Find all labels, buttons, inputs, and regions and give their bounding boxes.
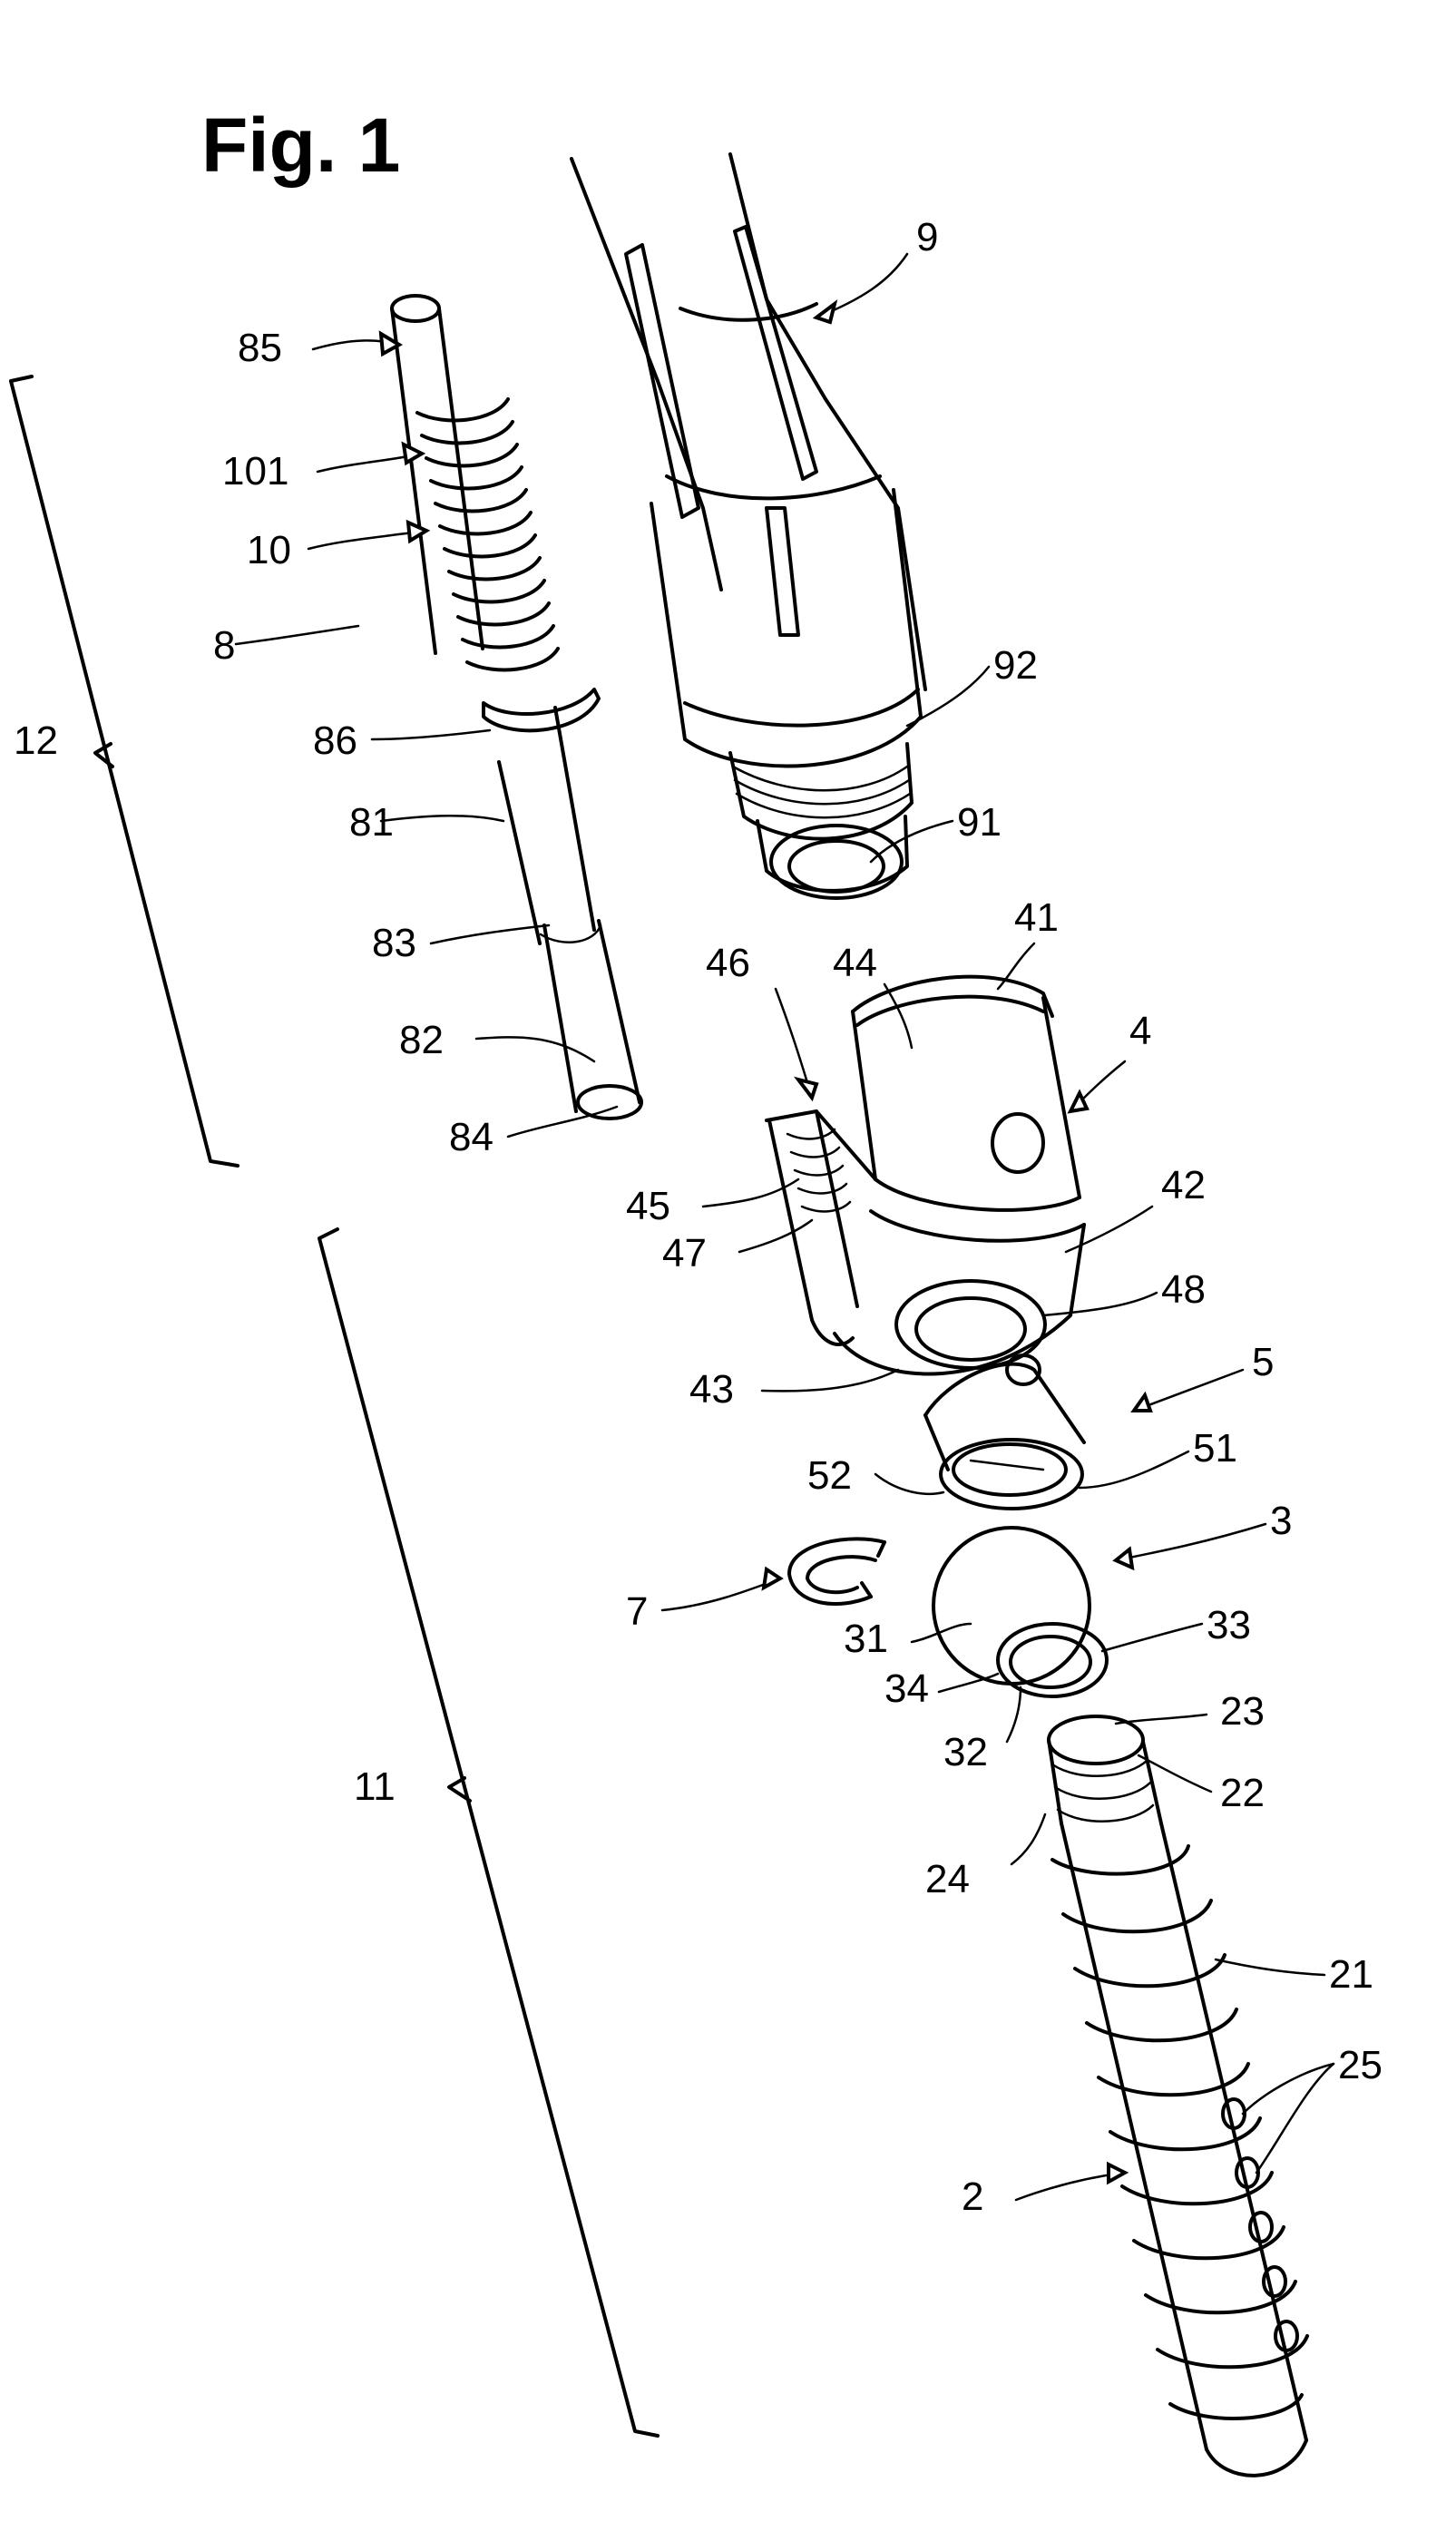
bracket-12 xyxy=(9,375,239,1168)
label-51: 51 xyxy=(1193,1426,1237,1471)
label-23: 23 xyxy=(1220,1689,1265,1734)
ball-part-3 xyxy=(932,1526,1109,1698)
label-10: 10 xyxy=(247,528,291,572)
label-86: 86 xyxy=(313,718,357,763)
instrument-9 xyxy=(570,152,927,900)
pressure-element-5 xyxy=(923,1353,1086,1510)
leader-lines xyxy=(234,252,1335,2202)
label-4: 4 xyxy=(1129,1009,1152,1053)
label-9: 9 xyxy=(916,215,939,259)
label-83: 83 xyxy=(372,921,416,965)
label-47: 47 xyxy=(662,1231,707,1275)
label-32: 32 xyxy=(943,1730,988,1774)
bracket-11 xyxy=(318,1227,660,2438)
label-21: 21 xyxy=(1329,1952,1373,1997)
label-92: 92 xyxy=(993,643,1038,688)
spring-10 xyxy=(415,397,560,672)
label-41: 41 xyxy=(1014,895,1059,940)
label-48: 48 xyxy=(1161,1267,1206,1312)
label-45: 45 xyxy=(626,1184,670,1228)
label-81: 81 xyxy=(349,800,394,845)
label-3: 3 xyxy=(1270,1499,1293,1543)
label-12: 12 xyxy=(14,718,58,763)
label-33: 33 xyxy=(1207,1603,1251,1647)
figure-title: Fig. 1 xyxy=(201,103,401,188)
label-91: 91 xyxy=(957,800,1002,845)
label-43: 43 xyxy=(689,1367,734,1412)
label-82: 82 xyxy=(399,1018,444,1062)
housing-4 xyxy=(765,974,1086,1376)
arrowheads xyxy=(378,299,1153,2185)
drive-shaft-8 xyxy=(390,294,643,1120)
label-31: 31 xyxy=(844,1617,888,1661)
label-22: 22 xyxy=(1220,1771,1265,1815)
label-46: 46 xyxy=(706,941,750,985)
label-11: 11 xyxy=(354,1764,396,1809)
label-42: 42 xyxy=(1161,1163,1206,1207)
label-85: 85 xyxy=(238,326,282,370)
ring-7 xyxy=(787,1537,886,1606)
label-34: 34 xyxy=(884,1666,929,1711)
label-8: 8 xyxy=(213,623,236,668)
bone-screw-2 xyxy=(1047,1715,1309,2477)
label-5: 5 xyxy=(1252,1340,1275,1384)
label-2: 2 xyxy=(962,2174,984,2219)
label-44: 44 xyxy=(833,941,877,985)
label-52: 52 xyxy=(807,1453,852,1498)
label-25: 25 xyxy=(1338,2043,1383,2087)
label-7: 7 xyxy=(626,1589,649,1634)
label-84: 84 xyxy=(449,1115,493,1159)
label-24: 24 xyxy=(925,1857,970,1901)
label-101: 101 xyxy=(222,449,289,493)
